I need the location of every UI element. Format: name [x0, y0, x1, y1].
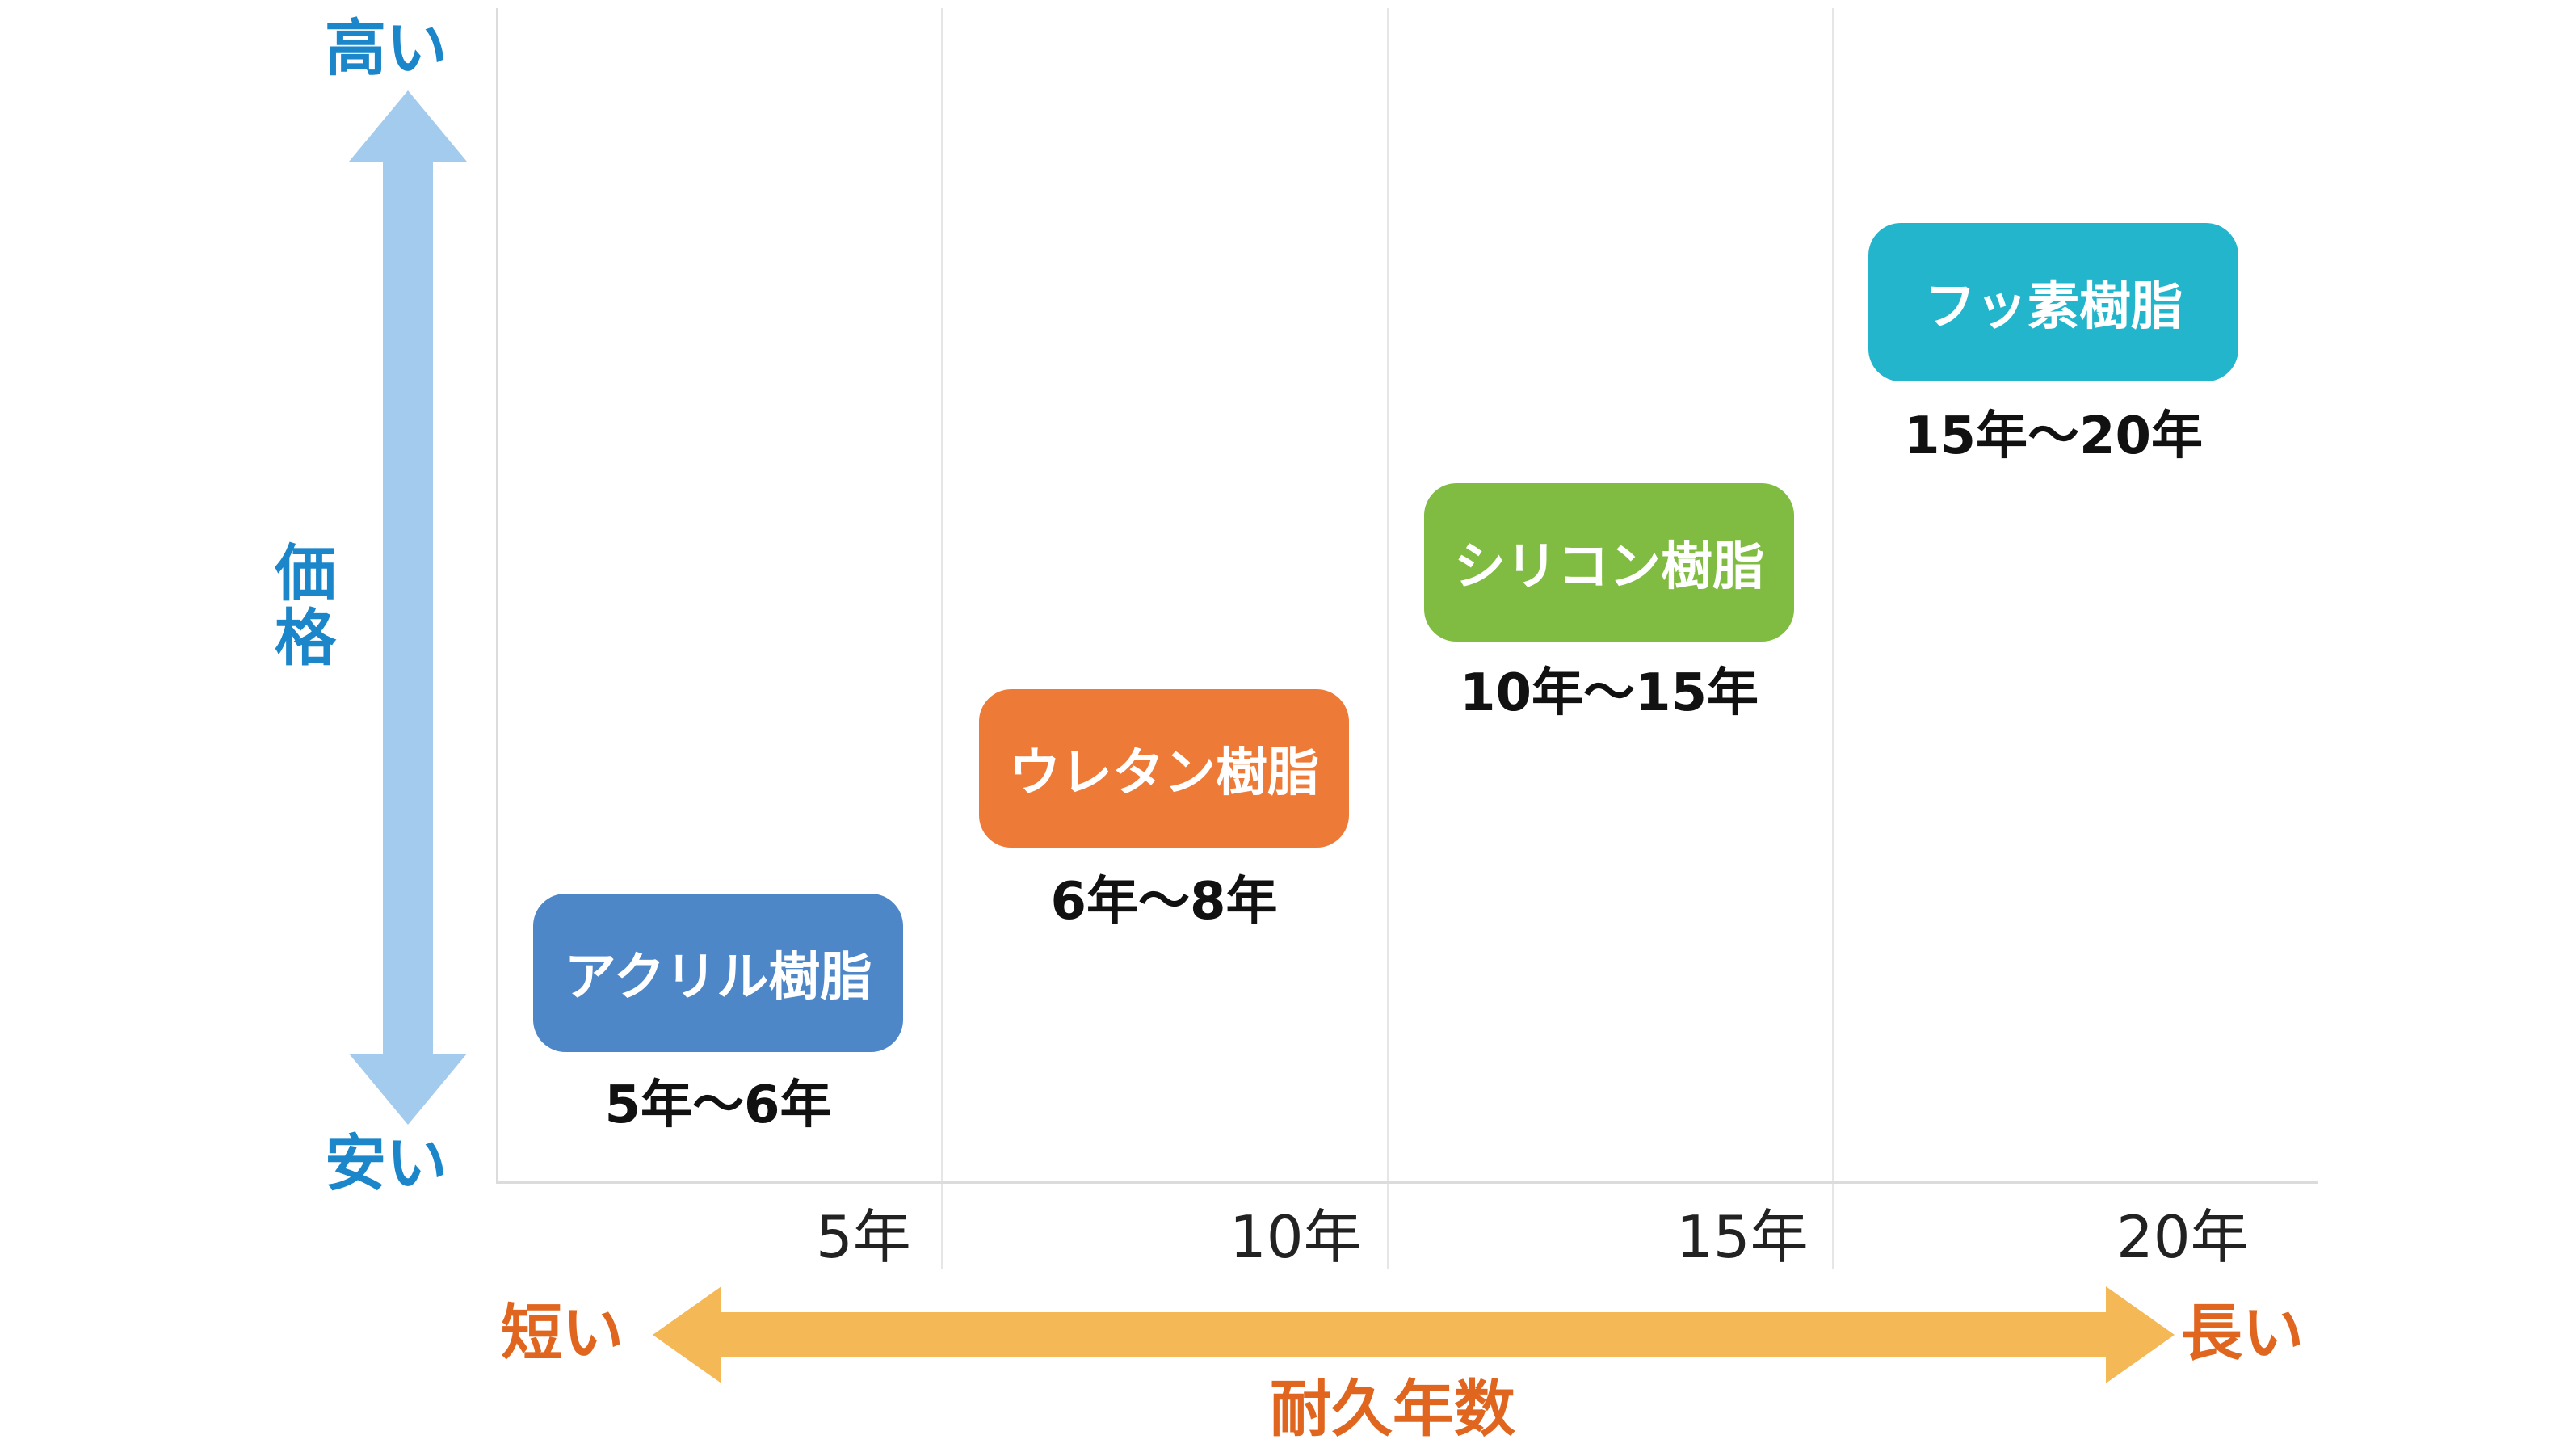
paint-range-acrylic: 5年〜6年	[604, 1075, 832, 1135]
grid-line-10	[1387, 8, 1389, 1269]
paint-box-acrylic: アクリル樹脂	[533, 894, 903, 1052]
duration-long-label: 長い	[2181, 1297, 2304, 1369]
price-high-label: 高い	[325, 12, 448, 84]
paint-range-fluorine: 15年〜20年	[1903, 406, 2204, 466]
duration-arrow	[653, 1286, 2175, 1383]
paint-range-urethane: 6年〜8年	[1050, 872, 1278, 932]
left-axis-line	[496, 8, 498, 1184]
paint-range-silicone: 10年〜15年	[1459, 663, 1759, 723]
price-label-char-1: 価	[275, 537, 336, 609]
price-arrow	[349, 90, 467, 1125]
paint-box-fluorine: フッ素樹脂	[1868, 223, 2238, 381]
tick-label-5: 5年	[816, 1203, 911, 1271]
duration-axis-label: 耐久年数	[1270, 1373, 1515, 1445]
tick-label-20: 20年	[2116, 1203, 2249, 1271]
tick-label-15: 15年	[1676, 1203, 1809, 1271]
price-low-label: 安い	[325, 1127, 448, 1199]
tick-label-10: 10年	[1229, 1203, 1362, 1271]
paint-box-urethane: ウレタン樹脂	[979, 689, 1349, 848]
duration-short-label: 短い	[501, 1297, 624, 1369]
baseline	[496, 1181, 2318, 1184]
price-label-char-2: 格	[275, 602, 336, 674]
grid-line-5	[941, 8, 943, 1269]
grid-line-15	[1832, 8, 1834, 1269]
paint-box-silicone: シリコン樹脂	[1424, 483, 1794, 642]
